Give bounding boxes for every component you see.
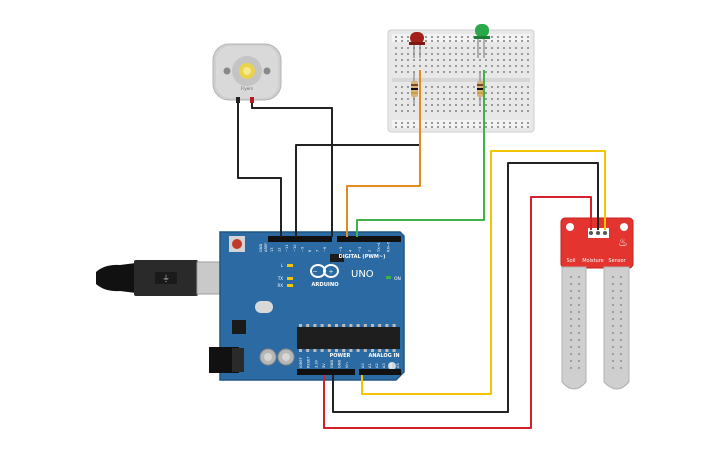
- sensor-ground-wire[interactable]: [332, 162, 599, 413]
- power-pin-label-1: RESET: [307, 356, 311, 368]
- usb-icon: ⏚: [162, 274, 170, 283]
- power-pin-label-6: Vin: [345, 362, 349, 368]
- analog-pin-label-2: A2: [375, 363, 379, 368]
- green-led[interactable]: [474, 24, 490, 58]
- breadboard[interactable]: [387, 29, 535, 133]
- led-l-label: L: [281, 263, 284, 268]
- brand-label: ARDUINO: [311, 282, 339, 288]
- resistor-2[interactable]: [477, 72, 484, 106]
- arduino-uno-board[interactable]: ⏚ L TX RX ON: [96, 231, 405, 381]
- analog-header[interactable]: [359, 369, 401, 375]
- model-label: UNO: [351, 269, 374, 280]
- aref-label-0: GND: [259, 244, 263, 252]
- sensor-label: Sensor: [608, 258, 626, 264]
- sensor-power-wire[interactable]: [323, 196, 592, 429]
- led-rx-label: RX: [277, 283, 283, 288]
- usb-cable: ⏚: [96, 260, 228, 296]
- dc-motor[interactable]: Flyers: [212, 43, 282, 103]
- digital-pin-label-6: 7: [316, 250, 320, 252]
- digital-pin-label-b-4: TX→1: [377, 242, 381, 253]
- digital-header-right[interactable]: [337, 236, 401, 242]
- on-label: ON: [394, 276, 401, 282]
- orange-wire[interactable]: [346, 70, 421, 237]
- power-header[interactable]: [297, 369, 355, 375]
- digital-pin-label-7: ~6: [323, 246, 327, 252]
- power-pin-label-0: IOREF: [299, 357, 303, 368]
- power-pin-label-3: 5V: [322, 363, 326, 368]
- sensor-moisture-label: Moisture: [582, 258, 604, 264]
- flame-logo-icon: ♨: [618, 236, 628, 249]
- power-pin-label-5: GND: [338, 360, 342, 368]
- red-led[interactable]: [409, 32, 425, 58]
- power-header-label: POWER: [330, 353, 351, 359]
- arduino-logo: − +: [310, 264, 339, 278]
- analog-pin-label-1: A1: [368, 363, 372, 368]
- motor-label: Flyers: [241, 86, 253, 91]
- motor-red-wire[interactable]: [251, 103, 333, 237]
- digital-pin-label-3: ~10: [293, 244, 297, 252]
- svg-text:+: +: [328, 269, 333, 276]
- motor-black-wire[interactable]: [237, 103, 282, 237]
- digital-pin-label-b-3: 2: [368, 250, 372, 252]
- power-pin-label-4: GND: [330, 360, 334, 368]
- aref-label-1: AREF: [264, 243, 268, 252]
- green-wire[interactable]: [356, 70, 485, 237]
- led-tx-label: TX: [277, 276, 283, 281]
- analog-header-label: ANALOG IN: [368, 353, 399, 359]
- digital-pin-label-b-1: 4: [349, 249, 353, 252]
- wires: [237, 70, 606, 429]
- analog-pin-label-5: A5: [396, 363, 400, 368]
- svg-text:−: −: [312, 269, 317, 276]
- digital-pin-label-0: 13: [270, 247, 274, 252]
- digital-pin-label-b-5: RX←0: [387, 241, 391, 252]
- sensor-soil-label: Soil: [566, 258, 575, 264]
- digital-header-label: DIGITAL (PWM~): [339, 254, 386, 260]
- yellow-wire[interactable]: [361, 150, 606, 395]
- analog-pin-label-4: A4: [389, 363, 393, 368]
- digital-header-left[interactable]: [268, 236, 332, 242]
- soil-moisture-sensor[interactable]: ♨ Soil Moisture Sensor: [560, 217, 634, 390]
- digital-pin-label-4: ~9: [300, 246, 304, 252]
- analog-pin-label-0: A0: [361, 363, 365, 368]
- analog-pin-label-3: A3: [382, 363, 386, 368]
- digital-pin-label-1: 12: [278, 247, 282, 252]
- resistor-1[interactable]: [411, 72, 418, 106]
- digital-pin-label-2: ~11: [285, 244, 289, 252]
- digital-pin-label-5: 8: [308, 249, 312, 252]
- power-pin-label-2: 3.3V: [314, 359, 318, 368]
- digital-pin-label-b-0: ~5: [339, 247, 343, 252]
- digital-pin-label-b-2: ~3: [358, 247, 362, 252]
